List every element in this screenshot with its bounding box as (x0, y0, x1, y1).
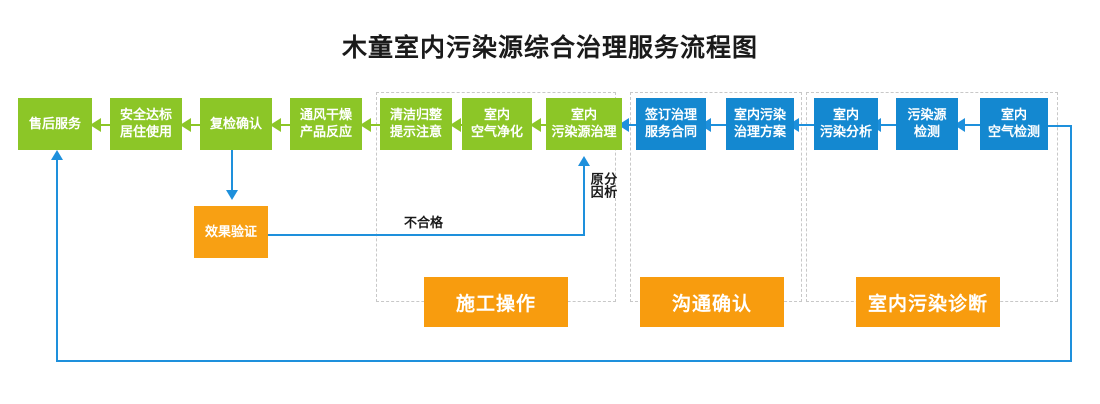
arrowhead-safety-to-aftersales (90, 118, 101, 132)
node-air-detect-label: 室内 空气检测 (987, 107, 1040, 139)
node-sign-contract-label: 签订治理 服务合同 (644, 107, 697, 139)
node-ventilate-dry-label: 通风干燥 产品反应 (299, 107, 352, 139)
edge-label-fail: 不合格 (404, 215, 444, 230)
node-clean-tidy[interactable]: 清洁归整 提示注意 (380, 98, 452, 150)
connector-safety-to-aftersales (92, 124, 118, 126)
node-safety-living-label: 安全达标 居住使用 (119, 107, 172, 139)
connector-source-to-purify (532, 124, 558, 126)
connector-verify-fail-horizontal (268, 234, 585, 236)
node-source-detect[interactable]: 污染源 检测 (896, 98, 958, 150)
connector-loop-right-vertical (1070, 125, 1072, 362)
node-after-sales[interactable]: 售后服务 (18, 98, 92, 150)
node-source-treat[interactable]: 室内 污染源治理 (546, 98, 622, 150)
node-pollution-analysis-label: 室内 污染分析 (819, 107, 872, 139)
node-sign-contract[interactable]: 签订治理 服务合同 (636, 98, 706, 150)
node-recheck[interactable]: 复检确认 (200, 98, 272, 150)
connector-ventilate-to-recheck (272, 124, 298, 126)
connector-clean-to-ventilate (362, 124, 388, 126)
node-effect-verify-label: 效果验证 (204, 223, 257, 239)
connector-airdetect-to-detect (956, 124, 980, 126)
connector-loop-bottom-horizontal (56, 360, 1072, 362)
group-label-communication-text: 沟通确认 (671, 293, 752, 315)
group-label-diagnosis-text: 室内污染诊断 (867, 293, 988, 315)
node-clean-tidy-label: 清洁归整 提示注意 (389, 107, 442, 139)
arrowhead-purify-to-clean (450, 118, 461, 132)
node-air-purify[interactable]: 室内 空气净化 (462, 98, 532, 150)
connector-analysis-to-plan (790, 124, 814, 126)
node-ventilate-dry[interactable]: 通风干燥 产品反应 (290, 98, 362, 150)
connector-loop-start-horizontal (1034, 125, 1072, 127)
connector-fail-riser (583, 166, 585, 236)
group-label-diagnosis[interactable]: 室内污染诊断 (856, 277, 1000, 327)
connector-contract-to-source (622, 124, 646, 126)
connector-recheck-to-safety (182, 124, 208, 126)
node-treat-plan[interactable]: 室内污染 治理方案 (726, 98, 794, 150)
connector-plan-to-contract (702, 124, 726, 126)
node-air-detect[interactable]: 室内 空气检测 (980, 98, 1048, 150)
connector-recheck-to-verify (231, 150, 233, 192)
node-treat-plan-label: 室内污染 治理方案 (733, 107, 786, 139)
page-title: 木童室内污染源综合治理服务流程图 (341, 34, 758, 62)
connector-detect-to-analysis (872, 124, 896, 126)
arrowhead-source-to-purify (530, 118, 541, 132)
group-label-communication[interactable]: 沟通确认 (640, 277, 784, 327)
node-after-sales-label: 售后服务 (28, 115, 81, 131)
arrowhead-recheck-to-verify (226, 190, 238, 200)
group-label-construction-text: 施工操作 (455, 293, 536, 315)
connector-loop-left-vertical (56, 160, 58, 362)
edge-label-analyze-cause: 分析 原因 (588, 172, 618, 198)
node-source-detect-label: 污染源 检测 (907, 107, 947, 139)
arrowhead-contract-to-source (618, 118, 629, 132)
arrowhead-airdetect-to-detect (954, 118, 965, 132)
arrowhead-loop-to-aftersales (51, 150, 63, 160)
node-effect-verify[interactable]: 效果验证 (194, 206, 268, 258)
arrowhead-clean-to-ventilate (360, 118, 371, 132)
node-source-treat-label: 室内 污染源治理 (551, 107, 617, 139)
node-air-purify-label: 室内 空气净化 (470, 107, 523, 139)
group-label-construction[interactable]: 施工操作 (424, 277, 568, 327)
node-pollution-analysis[interactable]: 室内 污染分析 (814, 98, 878, 150)
node-safety-living[interactable]: 安全达标 居住使用 (110, 98, 182, 150)
arrowhead-recheck-to-safety (180, 118, 191, 132)
arrowhead-ventilate-to-recheck (270, 118, 281, 132)
node-recheck-label: 复检确认 (209, 115, 262, 131)
arrowhead-fail-to-source (578, 156, 590, 166)
